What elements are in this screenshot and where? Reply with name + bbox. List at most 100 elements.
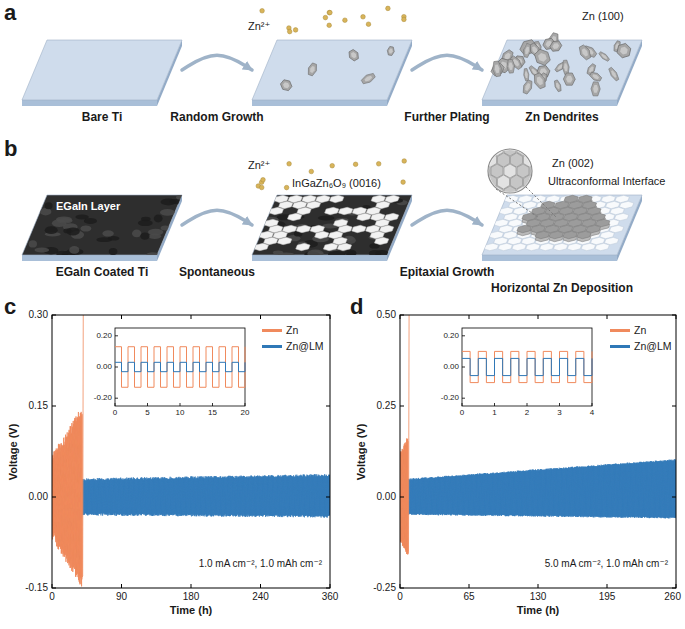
tick-label: 90 xyxy=(116,591,127,603)
tick-mark xyxy=(494,403,495,406)
tick-mark xyxy=(330,315,331,319)
zn-flake-shine xyxy=(564,63,568,71)
tick-label: 2 xyxy=(525,408,529,418)
electrode-plate: Zn²⁺ xyxy=(252,40,412,106)
tick-label: 10 xyxy=(176,408,185,418)
egain-texture xyxy=(375,250,389,257)
zn-flake-body xyxy=(509,55,524,71)
zn-ion-dot xyxy=(287,162,292,167)
zn-lm-trace xyxy=(400,459,676,518)
text-holder: Zn Dendrites xyxy=(525,110,598,124)
text-holder: Horizontal Zn Deposition xyxy=(491,281,633,295)
tick-label: 0.50 xyxy=(377,309,396,321)
tick-mark xyxy=(400,584,401,588)
tick-mark xyxy=(326,588,330,589)
text-holder: 90 xyxy=(116,591,127,603)
zn-flake xyxy=(521,79,534,95)
zoom-hexagon xyxy=(540,140,558,158)
plate-label: Zn (002) xyxy=(552,157,594,170)
egain-texture xyxy=(148,229,163,236)
oxide-hexagon xyxy=(619,201,633,208)
zn-ion-dot xyxy=(386,6,391,11)
tick-mark xyxy=(180,403,181,406)
zn-flake-shine xyxy=(593,85,598,93)
tick-mark xyxy=(52,497,56,498)
zn-layer-hexagon xyxy=(535,231,549,238)
egain-texture xyxy=(69,246,79,254)
tick-mark xyxy=(326,406,330,407)
zn-flake xyxy=(522,43,532,58)
zn-flake-body xyxy=(591,82,601,96)
text-holder: 0.00 xyxy=(377,491,396,503)
trace-group xyxy=(52,315,330,586)
process-arrow xyxy=(412,55,482,70)
tick-mark xyxy=(191,315,192,319)
panel-letter: a xyxy=(4,0,16,26)
legend-entry: Zn xyxy=(262,321,298,339)
zoom-line xyxy=(526,187,556,217)
tick-mark xyxy=(538,315,539,319)
legend-entry: Zn@LM xyxy=(610,337,672,355)
zn-flake xyxy=(532,72,548,90)
tick-mark xyxy=(52,315,53,319)
zoom-hexagon xyxy=(533,129,551,147)
text-holder: -0.15 xyxy=(25,582,48,594)
tick-mark xyxy=(676,584,677,588)
egain-texture xyxy=(169,199,185,204)
egain-texture xyxy=(140,233,149,240)
process-arrow xyxy=(182,55,252,70)
tick-mark xyxy=(191,584,192,588)
zn-ion-dot xyxy=(327,23,332,28)
zn-ion-dot xyxy=(327,10,332,15)
legend-swatch xyxy=(262,345,282,348)
zn-ion-dot xyxy=(376,162,381,167)
tick-mark xyxy=(592,403,593,406)
zn-flake xyxy=(548,39,563,54)
tick-mark xyxy=(52,588,56,589)
oxide-hexagon xyxy=(338,207,352,214)
step-label: Random Growth xyxy=(168,110,265,124)
zn-flake-shine xyxy=(555,82,560,89)
zoom-hexagon xyxy=(514,184,532,202)
zn-flake-body xyxy=(615,42,632,58)
zn-flake xyxy=(489,61,506,78)
zn-layer-hexagon xyxy=(517,225,531,232)
legend-label: Zn@LM xyxy=(286,340,324,353)
zn-layer-hexagon xyxy=(586,225,600,232)
oxide-hexagon xyxy=(567,243,581,250)
egain-texture xyxy=(45,202,53,209)
tick-label: 260 xyxy=(664,591,681,603)
text-holder: Bare Ti xyxy=(82,110,122,124)
tick-mark xyxy=(672,406,676,407)
egain-texture xyxy=(81,225,92,231)
egain-texture xyxy=(45,226,58,234)
zn-flake-shine xyxy=(309,65,316,73)
tick-label: 4 xyxy=(590,408,594,418)
text-holder: 0.15 xyxy=(29,400,48,412)
zoom-hexagon xyxy=(494,195,512,213)
tick-label: 5 xyxy=(145,408,149,418)
zn-flake xyxy=(506,59,515,73)
plate-side xyxy=(482,255,617,261)
egain-texture xyxy=(317,196,330,202)
tick-mark xyxy=(559,403,560,406)
egain-texture xyxy=(141,217,151,221)
text-holder: 240 xyxy=(252,591,269,603)
egain-texture xyxy=(102,230,113,236)
plate-face xyxy=(252,195,412,255)
zoom-hexagon xyxy=(475,184,493,202)
tick-label: 195 xyxy=(599,591,616,603)
plate-label: Bare Ti xyxy=(82,110,122,124)
text-holder: 0.20 xyxy=(96,331,112,341)
tick-mark xyxy=(115,398,118,399)
tick-mark xyxy=(121,584,122,588)
zn-flake xyxy=(509,55,524,71)
panel-letter: c xyxy=(4,294,16,320)
plate-illustration xyxy=(482,40,642,106)
trace-group xyxy=(400,315,676,554)
egain-texture xyxy=(96,237,112,242)
zn-flake-body xyxy=(589,71,603,83)
zn-flake xyxy=(306,62,318,76)
zn-flake xyxy=(347,48,361,62)
tick-label: 0 xyxy=(460,408,464,418)
